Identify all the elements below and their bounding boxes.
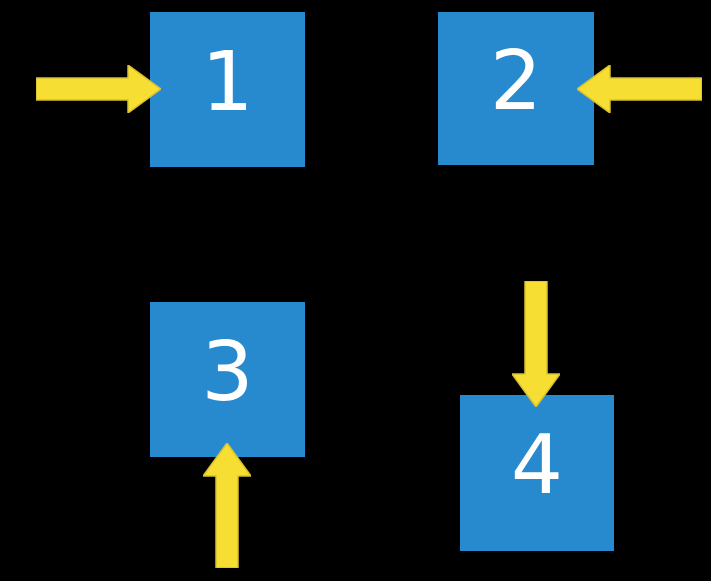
arrow-right-icon [36,65,161,113]
box-3-label: 3 [201,324,254,420]
box-3: 3 [150,302,305,457]
box-2: 2 [438,12,594,165]
box-2-label: 2 [489,33,543,129]
box-1-label: 1 [201,34,254,130]
arrow-left-icon [577,65,702,113]
arrow-down-icon [512,281,560,407]
box-1: 1 [150,12,305,167]
box-4-label: 4 [510,418,564,513]
arrow-up-icon [203,443,251,568]
box-4: 4 [460,395,614,551]
